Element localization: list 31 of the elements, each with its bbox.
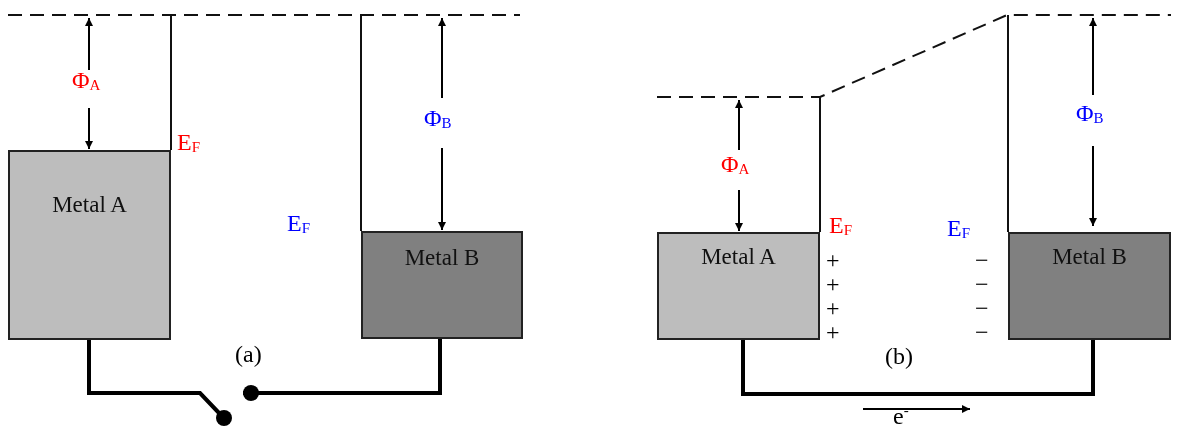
charge-sign: −	[975, 296, 989, 320]
panel-label: (b)	[885, 344, 913, 368]
charge-sign: +	[826, 296, 840, 320]
fermi-level-symbol: E$_{F}$	[947, 216, 970, 241]
wire	[87, 340, 221, 415]
metal-block	[1008, 232, 1171, 340]
charge-sign: −	[975, 320, 989, 344]
electron-symbol: e$^{-}$	[893, 403, 909, 428]
block-label: Metal A	[700, 244, 777, 270]
wire	[741, 340, 1095, 396]
metal-block	[8, 150, 171, 340]
panel-label: (a)	[235, 342, 262, 366]
charge-sign: +	[826, 272, 840, 296]
charge-sign: −	[975, 272, 989, 296]
block-label: Metal B	[1051, 244, 1128, 270]
work-function-symbol: Φ$_{B}$	[424, 106, 452, 131]
metal-block	[657, 232, 820, 340]
block-label: Metal A	[51, 192, 128, 218]
work-function-symbol: Φ$_{A}$	[721, 152, 750, 177]
switch-contact	[243, 385, 259, 401]
charge-sign: −	[975, 248, 989, 272]
charge-sign: +	[826, 320, 840, 344]
block-label: Metal B	[403, 245, 481, 271]
switch-contact	[216, 410, 232, 426]
charge-sign: +	[826, 248, 840, 272]
fermi-level-symbol: E$_{F}$	[829, 213, 852, 238]
metal-block	[361, 231, 523, 339]
work-function-symbol: Φ$_{B}$	[1076, 101, 1104, 126]
fermi-level-symbol: E$_{F}$	[177, 130, 200, 155]
fermi-level-symbol: E$_{F}$	[287, 211, 310, 236]
work-function-symbol: Φ$_{A}$	[72, 68, 101, 93]
